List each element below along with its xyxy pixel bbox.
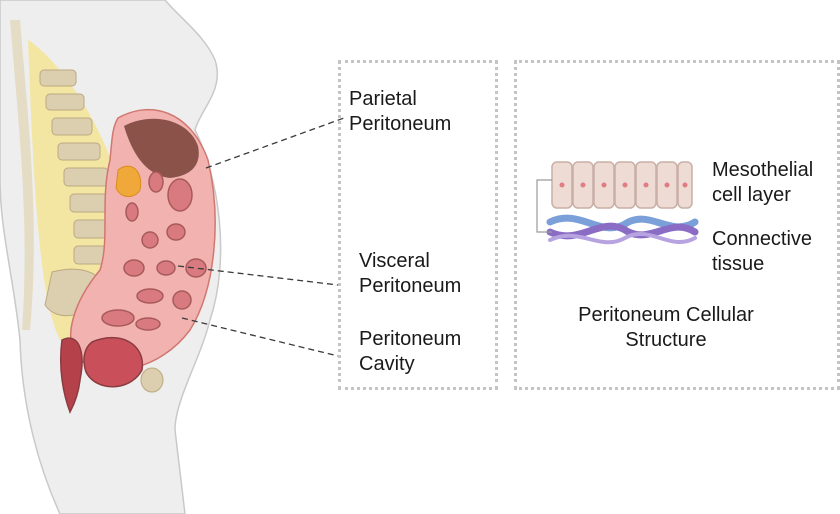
pubic-bone (141, 368, 163, 392)
pelvic-organs (84, 338, 142, 387)
label-visceral-peritoneum: Visceral Peritoneum (359, 249, 461, 299)
structure-title: Peritoneum Cellular Structure (548, 303, 784, 353)
label-peritoneum-cavity: Peritoneum Cavity (359, 327, 461, 377)
label-connective-tissue: Connective tissue (712, 227, 812, 277)
label-mesothelial-cell-layer: Mesothelial cell layer (712, 158, 813, 208)
pancreas (116, 166, 141, 196)
label-parietal-peritoneum: Parietal Peritoneum (349, 87, 451, 137)
